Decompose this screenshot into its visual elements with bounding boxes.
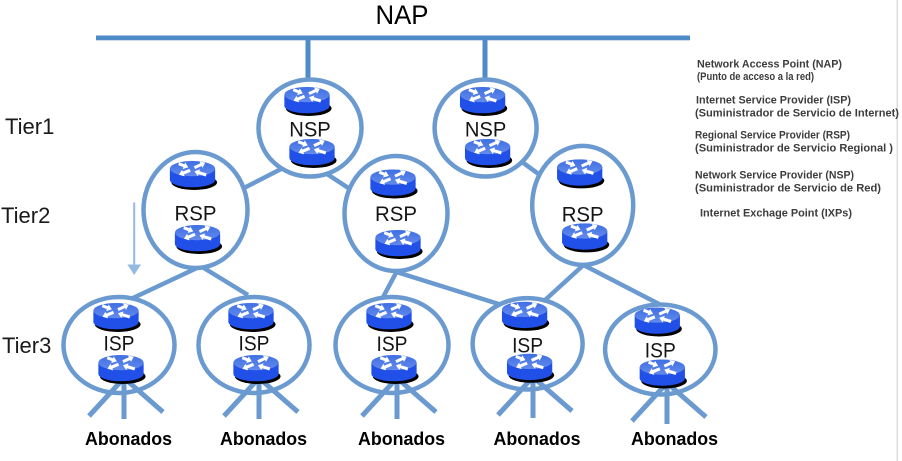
- svg-text:Internet Exchage Point (IXPs): Internet Exchage Point (IXPs): [700, 208, 852, 220]
- svg-text:Abonados: Abonados: [494, 429, 581, 449]
- svg-text:ISP: ISP: [104, 333, 135, 356]
- svg-text:Abonados: Abonados: [358, 429, 445, 449]
- svg-text:Abonados: Abonados: [631, 429, 718, 449]
- svg-text:ISP: ISP: [512, 335, 543, 358]
- svg-text:RSP: RSP: [175, 203, 217, 226]
- svg-text:(Suministrador de Servicio Reg: (Suministrador de Servicio Regional ): [695, 143, 893, 155]
- svg-text:Abonados: Abonados: [220, 429, 307, 449]
- svg-text:Network Service Provider (NSP: Network Service Provider (NSP): [695, 170, 854, 182]
- svg-text:(Punto de acceso a la red): (Punto de acceso a la red): [697, 71, 814, 83]
- svg-text:(Suministrador de Servicio de: (Suministrador de Servicio de Red): [695, 183, 881, 195]
- svg-text:ISP: ISP: [239, 333, 270, 356]
- svg-text:Tier1: Tier1: [5, 114, 54, 139]
- svg-text:NSP: NSP: [465, 119, 507, 142]
- svg-text:Tier3: Tier3: [2, 333, 51, 358]
- svg-text:ISP: ISP: [377, 333, 408, 356]
- svg-text:NAP: NAP: [376, 0, 429, 30]
- svg-text:Tier2: Tier2: [1, 203, 50, 228]
- svg-text:ISP: ISP: [645, 340, 676, 363]
- svg-text:RSP: RSP: [375, 203, 417, 226]
- svg-text:RSP: RSP: [562, 204, 604, 227]
- svg-text:Regional Service Provider (RSP: Regional Service Provider (RSP): [695, 130, 850, 142]
- svg-text:(Suministrador de Servicio de: (Suministrador de Servicio de Internet): [695, 108, 899, 120]
- svg-text:NSP: NSP: [289, 119, 331, 142]
- svg-text:Abonados: Abonados: [85, 429, 172, 449]
- svg-text:Internet Service Provider (ISP: Internet Service Provider (ISP): [696, 95, 851, 107]
- svg-text:Network Access Point (NAP): Network Access Point (NAP): [697, 58, 842, 70]
